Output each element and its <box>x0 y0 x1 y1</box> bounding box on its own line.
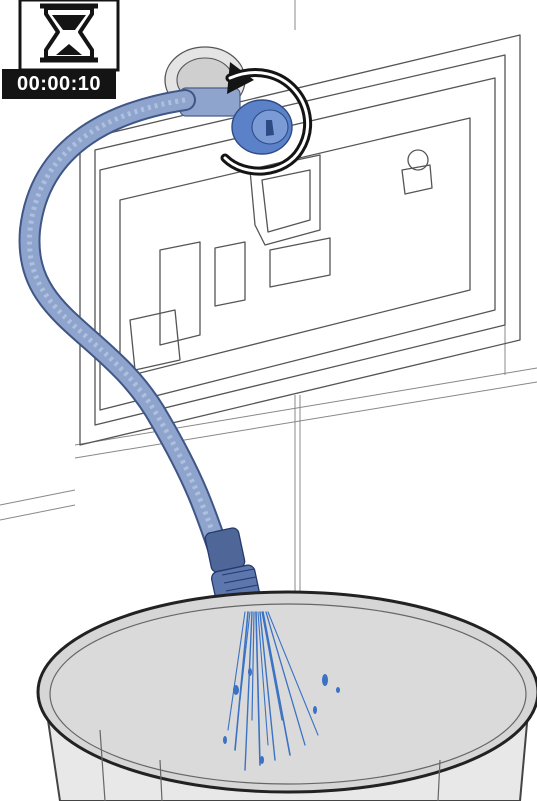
braided-hose <box>29 100 261 612</box>
hourglass-icon <box>20 0 118 70</box>
bucket <box>38 592 537 801</box>
timer-display: 00:00:10 <box>2 69 116 99</box>
